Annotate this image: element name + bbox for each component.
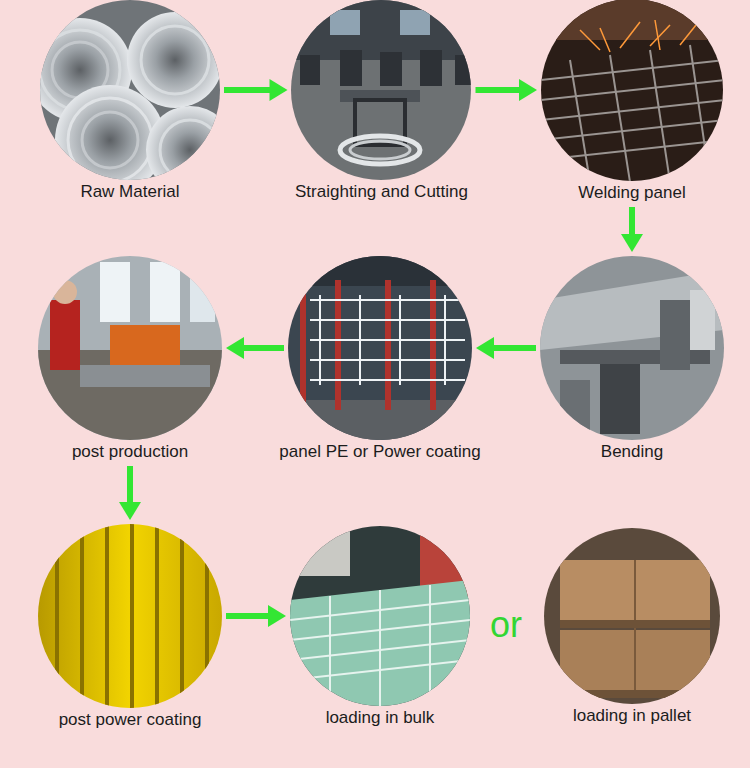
photo-frame: [288, 256, 472, 440]
bulk-panels-photo: [290, 526, 470, 706]
flow-arrow: [226, 337, 284, 359]
photo-frame: [292, 0, 472, 180]
wire-coils-photo: [28, 0, 234, 195]
coating-line-photo: [288, 256, 472, 440]
flow-arrow: [119, 466, 141, 520]
flow-arrow: [476, 79, 538, 101]
step-label: post production: [38, 440, 222, 462]
step-label: post power coating: [38, 708, 222, 730]
flow-arrow: [621, 207, 643, 252]
step-label: Raw Material: [40, 180, 220, 202]
photo-frame: [290, 526, 470, 706]
photo-frame: [540, 256, 724, 440]
alternative-word: or: [490, 605, 522, 645]
flow-arrow: [476, 337, 536, 359]
flow-arrow: [226, 605, 286, 627]
process-step: Raw Material: [40, 0, 220, 202]
bending-machine-photo: [540, 256, 724, 440]
step-label: panel PE or Power coating: [274, 440, 486, 462]
step-label: loading in pallet: [544, 704, 720, 726]
flow-arrow: [224, 79, 288, 101]
process-step: Welding panel: [541, 0, 723, 203]
photo-frame: [541, 0, 723, 181]
process-step: Straighting and Cutting: [290, 0, 473, 202]
photo-frame: [544, 528, 720, 704]
step-label: Straighting and Cutting: [290, 180, 473, 202]
process-step: loading in pallet: [544, 528, 720, 726]
step-label: Bending: [540, 440, 724, 462]
yellow-posts-photo: [38, 524, 222, 708]
step-label: loading in bulk: [290, 706, 470, 728]
photo-frame: [38, 524, 222, 708]
step-label: Welding panel: [541, 181, 723, 203]
process-step: post production: [38, 256, 222, 462]
process-step: Bending: [540, 256, 724, 462]
welding-photo: [540, 0, 725, 182]
pallet-boxes-photo: [544, 528, 720, 704]
process-step: loading in bulk: [290, 526, 470, 728]
cutting-machines-photo: [290, 0, 473, 180]
photo-frame: [38, 256, 222, 440]
process-step: post power coating: [38, 524, 222, 730]
photo-frame: [40, 0, 220, 180]
process-step: panel PE or Power coating: [274, 256, 486, 462]
post-production-photo: [38, 256, 222, 440]
